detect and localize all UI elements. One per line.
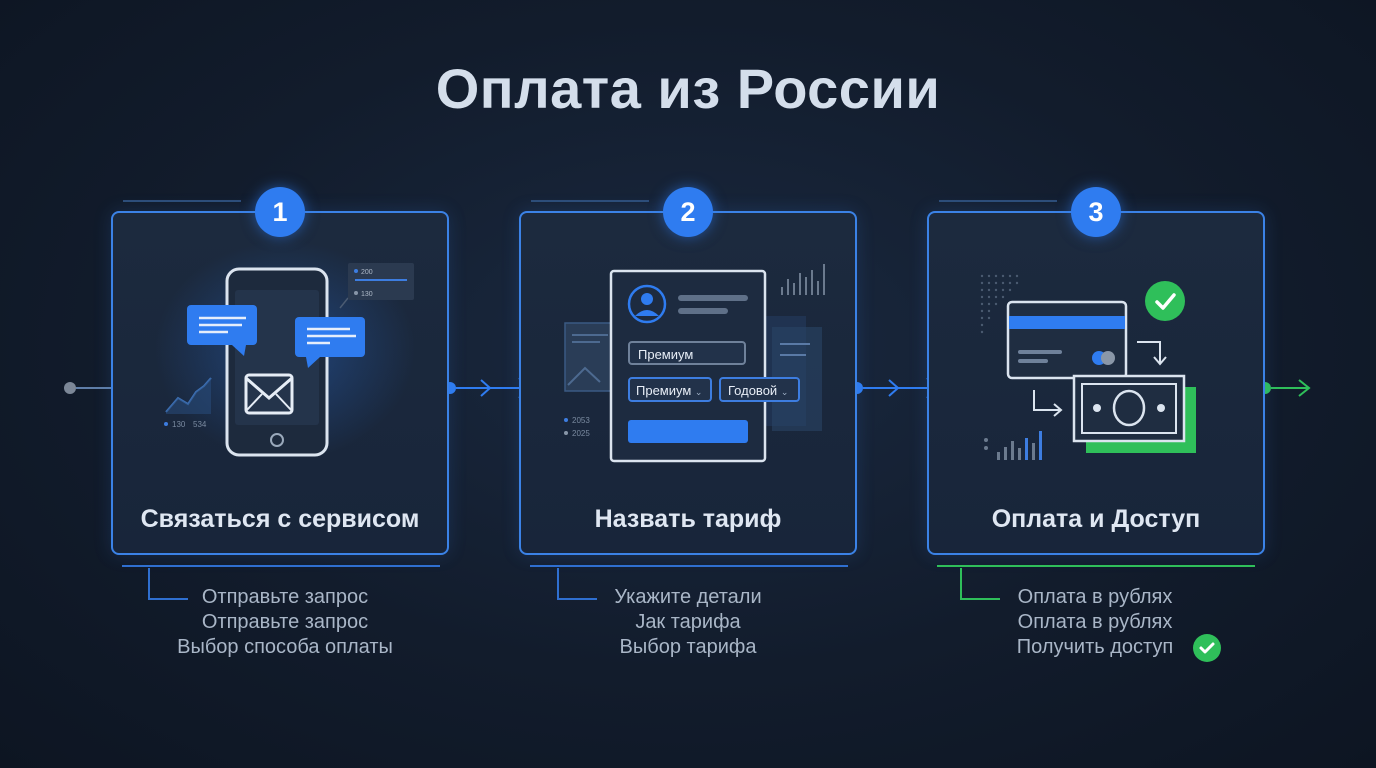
stat-bottom: 2025 xyxy=(572,429,590,438)
step-2-detail-2: Jак тарифа xyxy=(635,611,741,633)
dot-grid xyxy=(980,274,1019,334)
chat-bubble-icon xyxy=(187,305,257,356)
badge-line xyxy=(939,200,1057,202)
badge-line xyxy=(531,200,649,202)
form-window xyxy=(609,269,767,463)
step-2-detail-1: Укажите детали xyxy=(614,586,762,608)
step-badge-2: 2 xyxy=(663,187,713,237)
step-title-3: Оплата и Доступ xyxy=(991,505,1201,533)
stats-card: 200 130 xyxy=(339,263,414,309)
step-1-detail-2: Отправьте запрос xyxy=(201,611,369,633)
step-underline-1 xyxy=(122,565,440,567)
step-3-detail-3: Получить доступ xyxy=(1016,636,1174,658)
chart-label-right: 534 xyxy=(193,420,207,429)
step-badge-3: 3 xyxy=(1071,187,1121,237)
plan-select-value: Премиум xyxy=(636,383,692,398)
step-badge-1: 1 xyxy=(255,187,305,237)
step-1-detail-3: Выбор способа оплаты xyxy=(177,636,393,658)
chart-label-left: 130 xyxy=(172,420,186,429)
stat-bottom: 130 xyxy=(361,291,373,298)
checkmark-icon xyxy=(1145,281,1185,321)
arrow-right-icon xyxy=(1033,341,1167,417)
bar-chart-icon xyxy=(781,264,825,295)
image-placeholder xyxy=(564,322,616,392)
step-bracket-1 xyxy=(148,568,188,600)
step-underline-3 xyxy=(937,565,1255,567)
step-bracket-3 xyxy=(960,568,1000,600)
badge-line xyxy=(123,200,241,202)
banknote-icon xyxy=(1072,374,1196,453)
step-1-detail-1: Отправьте запрос xyxy=(201,586,369,608)
stat-top: 200 xyxy=(361,269,373,276)
chat-bubble-icon xyxy=(295,317,365,368)
chevron-down-icon: ⌄ xyxy=(694,387,703,397)
submit-button[interactable] xyxy=(628,420,748,443)
step-3-detail-1: Оплата в рублях xyxy=(1017,586,1173,608)
plan-input[interactable]: Премиум xyxy=(628,341,746,365)
step-title-2: Назвать тариф xyxy=(594,505,782,533)
checkmark-icon xyxy=(1193,634,1221,662)
mail-icon xyxy=(244,373,294,415)
period-select-value: Годовой xyxy=(728,383,778,398)
plan-select[interactable]: Премиум ⌄ xyxy=(628,377,712,402)
plan-input-value: Премиум xyxy=(638,347,694,362)
step-underline-2 xyxy=(530,565,848,567)
step-2-detail-3: Выбор тарифа xyxy=(619,636,757,658)
bar-chart-icon xyxy=(984,431,1042,460)
step-title-1: Связаться с сервисом xyxy=(140,505,420,533)
chevron-down-icon: ⌄ xyxy=(780,387,789,397)
credit-card-icon xyxy=(1006,300,1128,380)
line-chart-icon: 130 534 xyxy=(164,377,212,429)
stat-top: 2053 xyxy=(572,416,590,425)
step-3-detail-2: Оплата в рублях xyxy=(1017,611,1173,633)
step-bracket-2 xyxy=(557,568,597,600)
page-title: Оплата из России xyxy=(435,57,941,120)
period-select[interactable]: Годовой ⌄ xyxy=(719,377,800,402)
user-avatar-icon xyxy=(627,284,667,324)
